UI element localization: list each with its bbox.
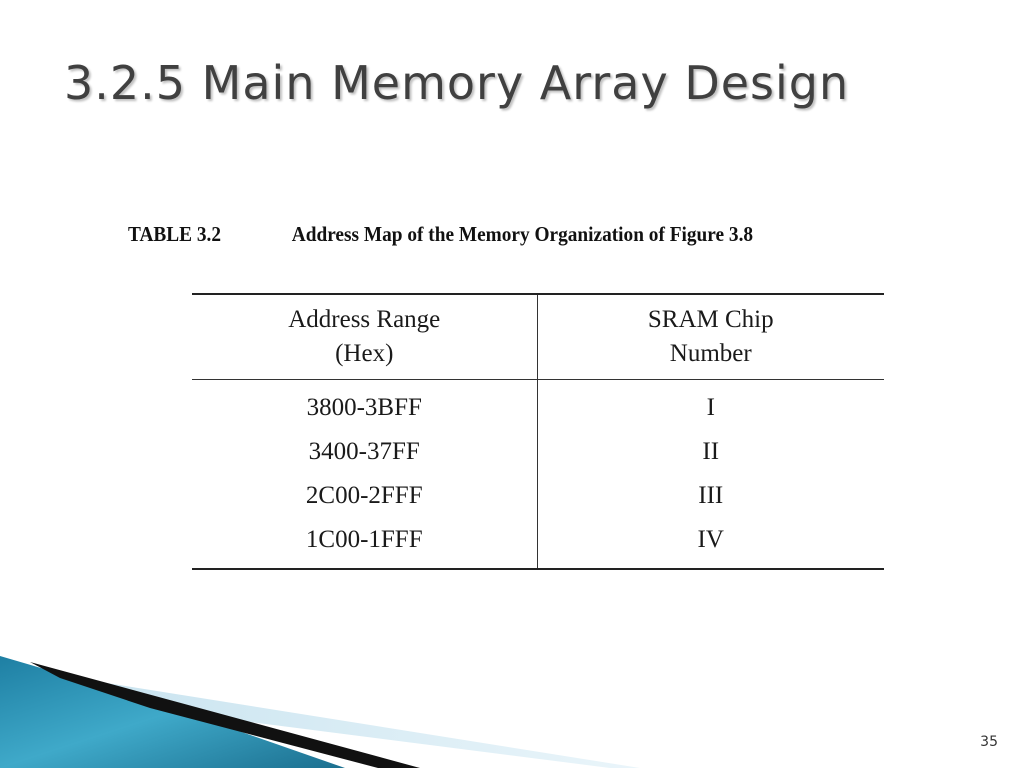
table-row: 3400-37FF II [192, 430, 884, 474]
header-sram-chip-line1: SRAM Chip [647, 306, 774, 333]
header-sram-chip-line2: Number [669, 340, 752, 367]
chip-number-cell: III [698, 482, 724, 509]
slide-number: 35 [980, 734, 998, 750]
deco-dark-stripe [30, 662, 420, 768]
table-row: 2C00-2FFF III [192, 474, 884, 518]
header-address-range: Address Range (Hex) [192, 294, 538, 380]
header-address-range-line2: (Hex) [335, 340, 394, 367]
chip-number-cell: IV [697, 526, 724, 553]
corner-decoration [0, 656, 640, 768]
slide-title: 3.2.5 Main Memory Array Design [64, 56, 850, 110]
address-range-cell: 3400-37FF [192, 430, 538, 474]
table-row: 3800-3BFF I [192, 379, 884, 430]
header-sram-chip-number: SRAM Chip Number [537, 294, 884, 380]
address-range-cell: 2C00-2FFF [192, 474, 538, 518]
address-map-table: Address Range (Hex) SRAM Chip Number 380… [192, 293, 884, 570]
chip-number-cell: I [706, 394, 715, 421]
table-caption-label: TABLE 3.2 [128, 222, 222, 246]
table-header-row: Address Range (Hex) SRAM Chip Number [192, 294, 884, 380]
table-caption-text: Address Map of the Memory Organization o… [291, 222, 754, 246]
address-range-cell: 3800-3BFF [192, 379, 538, 430]
chip-number-cell: II [702, 438, 720, 465]
address-range-cell: 1C00-1FFF [192, 518, 538, 569]
table-caption: TABLE 3.2 Address Map of the Memory Organ… [128, 222, 753, 247]
header-address-range-line1: Address Range [288, 306, 441, 333]
table-row: 1C00-1FFF IV [192, 518, 884, 569]
deco-light-stripe [0, 666, 640, 768]
